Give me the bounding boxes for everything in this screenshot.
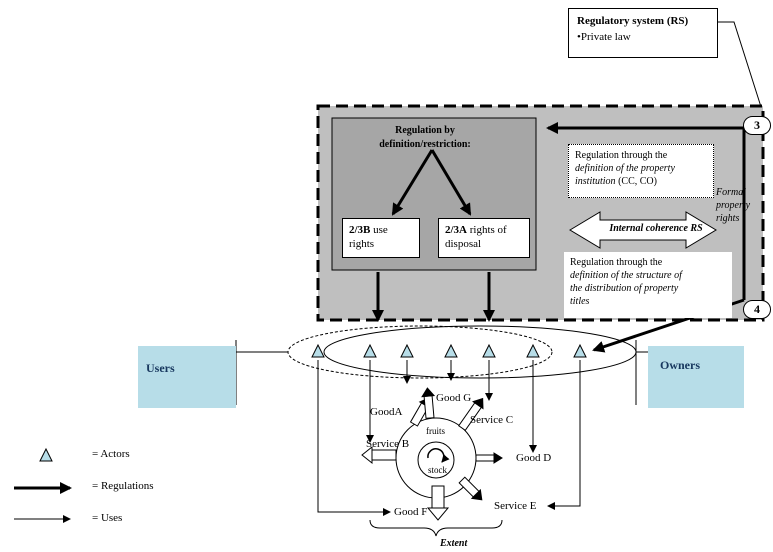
extent-brace bbox=[369, 519, 503, 537]
owners-box: Owners bbox=[648, 346, 744, 408]
stock-circle bbox=[417, 441, 455, 479]
badge-3: 3 bbox=[743, 116, 771, 135]
service-b-outflow bbox=[361, 445, 397, 465]
users-box: Users bbox=[138, 346, 236, 408]
disposal-rights-line2: disposal bbox=[445, 238, 482, 250]
branch-arrow-disposal bbox=[430, 149, 472, 216]
regulation-title-line2: definition/restriction: bbox=[379, 139, 471, 150]
service-c-label: Service C bbox=[470, 414, 514, 426]
actor-triangle bbox=[482, 343, 496, 358]
actor-triangle bbox=[526, 343, 540, 358]
disposal-rights-code: 2/3A bbox=[445, 224, 467, 236]
formal-rights-line3: rights bbox=[716, 213, 740, 224]
use-line-good-f bbox=[317, 360, 391, 516]
property-institution-line3: institution bbox=[575, 176, 616, 187]
structure-line3: the distribution of property bbox=[570, 283, 679, 294]
actor-triangle bbox=[311, 343, 325, 358]
actor-triangle bbox=[444, 343, 458, 358]
good-d-label: Good D bbox=[516, 452, 552, 464]
good-g-outflow bbox=[421, 387, 436, 419]
legend-uses-label: = Uses bbox=[92, 512, 123, 524]
service-e-outflow bbox=[458, 476, 483, 501]
use-rights-box: 2/3B use rights bbox=[342, 218, 420, 258]
legend-actors-label: = Actors bbox=[92, 448, 130, 460]
good-f-outflow bbox=[426, 485, 450, 521]
regulatory-system-box: Regulatory system (RS) •Private law bbox=[568, 8, 718, 58]
legend-actor-triangle bbox=[39, 447, 53, 462]
good-d-outflow bbox=[475, 452, 503, 464]
structure-line4: titles bbox=[570, 296, 590, 307]
regulatory-system-title: Regulatory system (RS) bbox=[577, 15, 689, 27]
disposal-rights-box: 2/3A rights of disposal bbox=[438, 218, 530, 258]
internal-coherence-label: Internal coherence RS bbox=[609, 223, 703, 234]
branch-arrow-use bbox=[391, 149, 434, 216]
structure-line1: Regulation through the bbox=[570, 257, 663, 268]
good-a-label: GoodA bbox=[370, 406, 403, 418]
stock-label: stock bbox=[428, 465, 447, 475]
regulation-title-line1: Regulation by bbox=[395, 125, 455, 136]
actor-triangle bbox=[363, 343, 377, 358]
regulation-title: Regulation by definition/restriction: bbox=[345, 124, 505, 152]
internal-coherence-arrow bbox=[569, 211, 717, 249]
actor-triangle bbox=[400, 343, 414, 358]
formal-rights-line1: Formal bbox=[716, 187, 746, 198]
use-rights-line2: rights bbox=[349, 238, 375, 250]
formal-property-rights-label: Formal property rights bbox=[716, 186, 750, 225]
badge-4: 4 bbox=[743, 300, 771, 319]
property-institution-line2: definition of the property bbox=[575, 163, 675, 174]
regulatory-system-item: •Private law bbox=[577, 31, 631, 43]
legend-regulations-label: = Regulations bbox=[92, 480, 154, 492]
rs-callout-line bbox=[718, 21, 763, 111]
service-b-label: Service B bbox=[366, 438, 410, 450]
disposal-rights-line1: rights of bbox=[467, 224, 507, 236]
users-ellipse bbox=[287, 325, 553, 379]
use-rights-line1: use bbox=[370, 224, 388, 236]
property-institution-line3-rest: (CC, CO) bbox=[615, 176, 657, 187]
property-institution-line1: Regulation through the bbox=[575, 150, 668, 161]
formal-rights-line2: property bbox=[716, 200, 751, 211]
stock-cycle-arrow bbox=[427, 448, 450, 463]
good-f-label: Good F bbox=[394, 506, 428, 518]
property-institution-box: Regulation through the definition of the… bbox=[568, 144, 714, 198]
good-g-label: Good G bbox=[436, 392, 472, 404]
distribution-structure-box: Regulation through the definition of the… bbox=[564, 252, 732, 318]
extent-label: Extent bbox=[440, 538, 468, 549]
use-line-service-e bbox=[547, 360, 581, 510]
service-e-label: Service E bbox=[494, 500, 537, 512]
use-rights-code: 2/3B bbox=[349, 224, 371, 236]
fruits-label: fruits bbox=[426, 426, 445, 436]
structure-line2: definition of the structure of bbox=[570, 270, 682, 281]
actor-triangle bbox=[573, 343, 587, 358]
service-c-outflow bbox=[458, 397, 484, 431]
